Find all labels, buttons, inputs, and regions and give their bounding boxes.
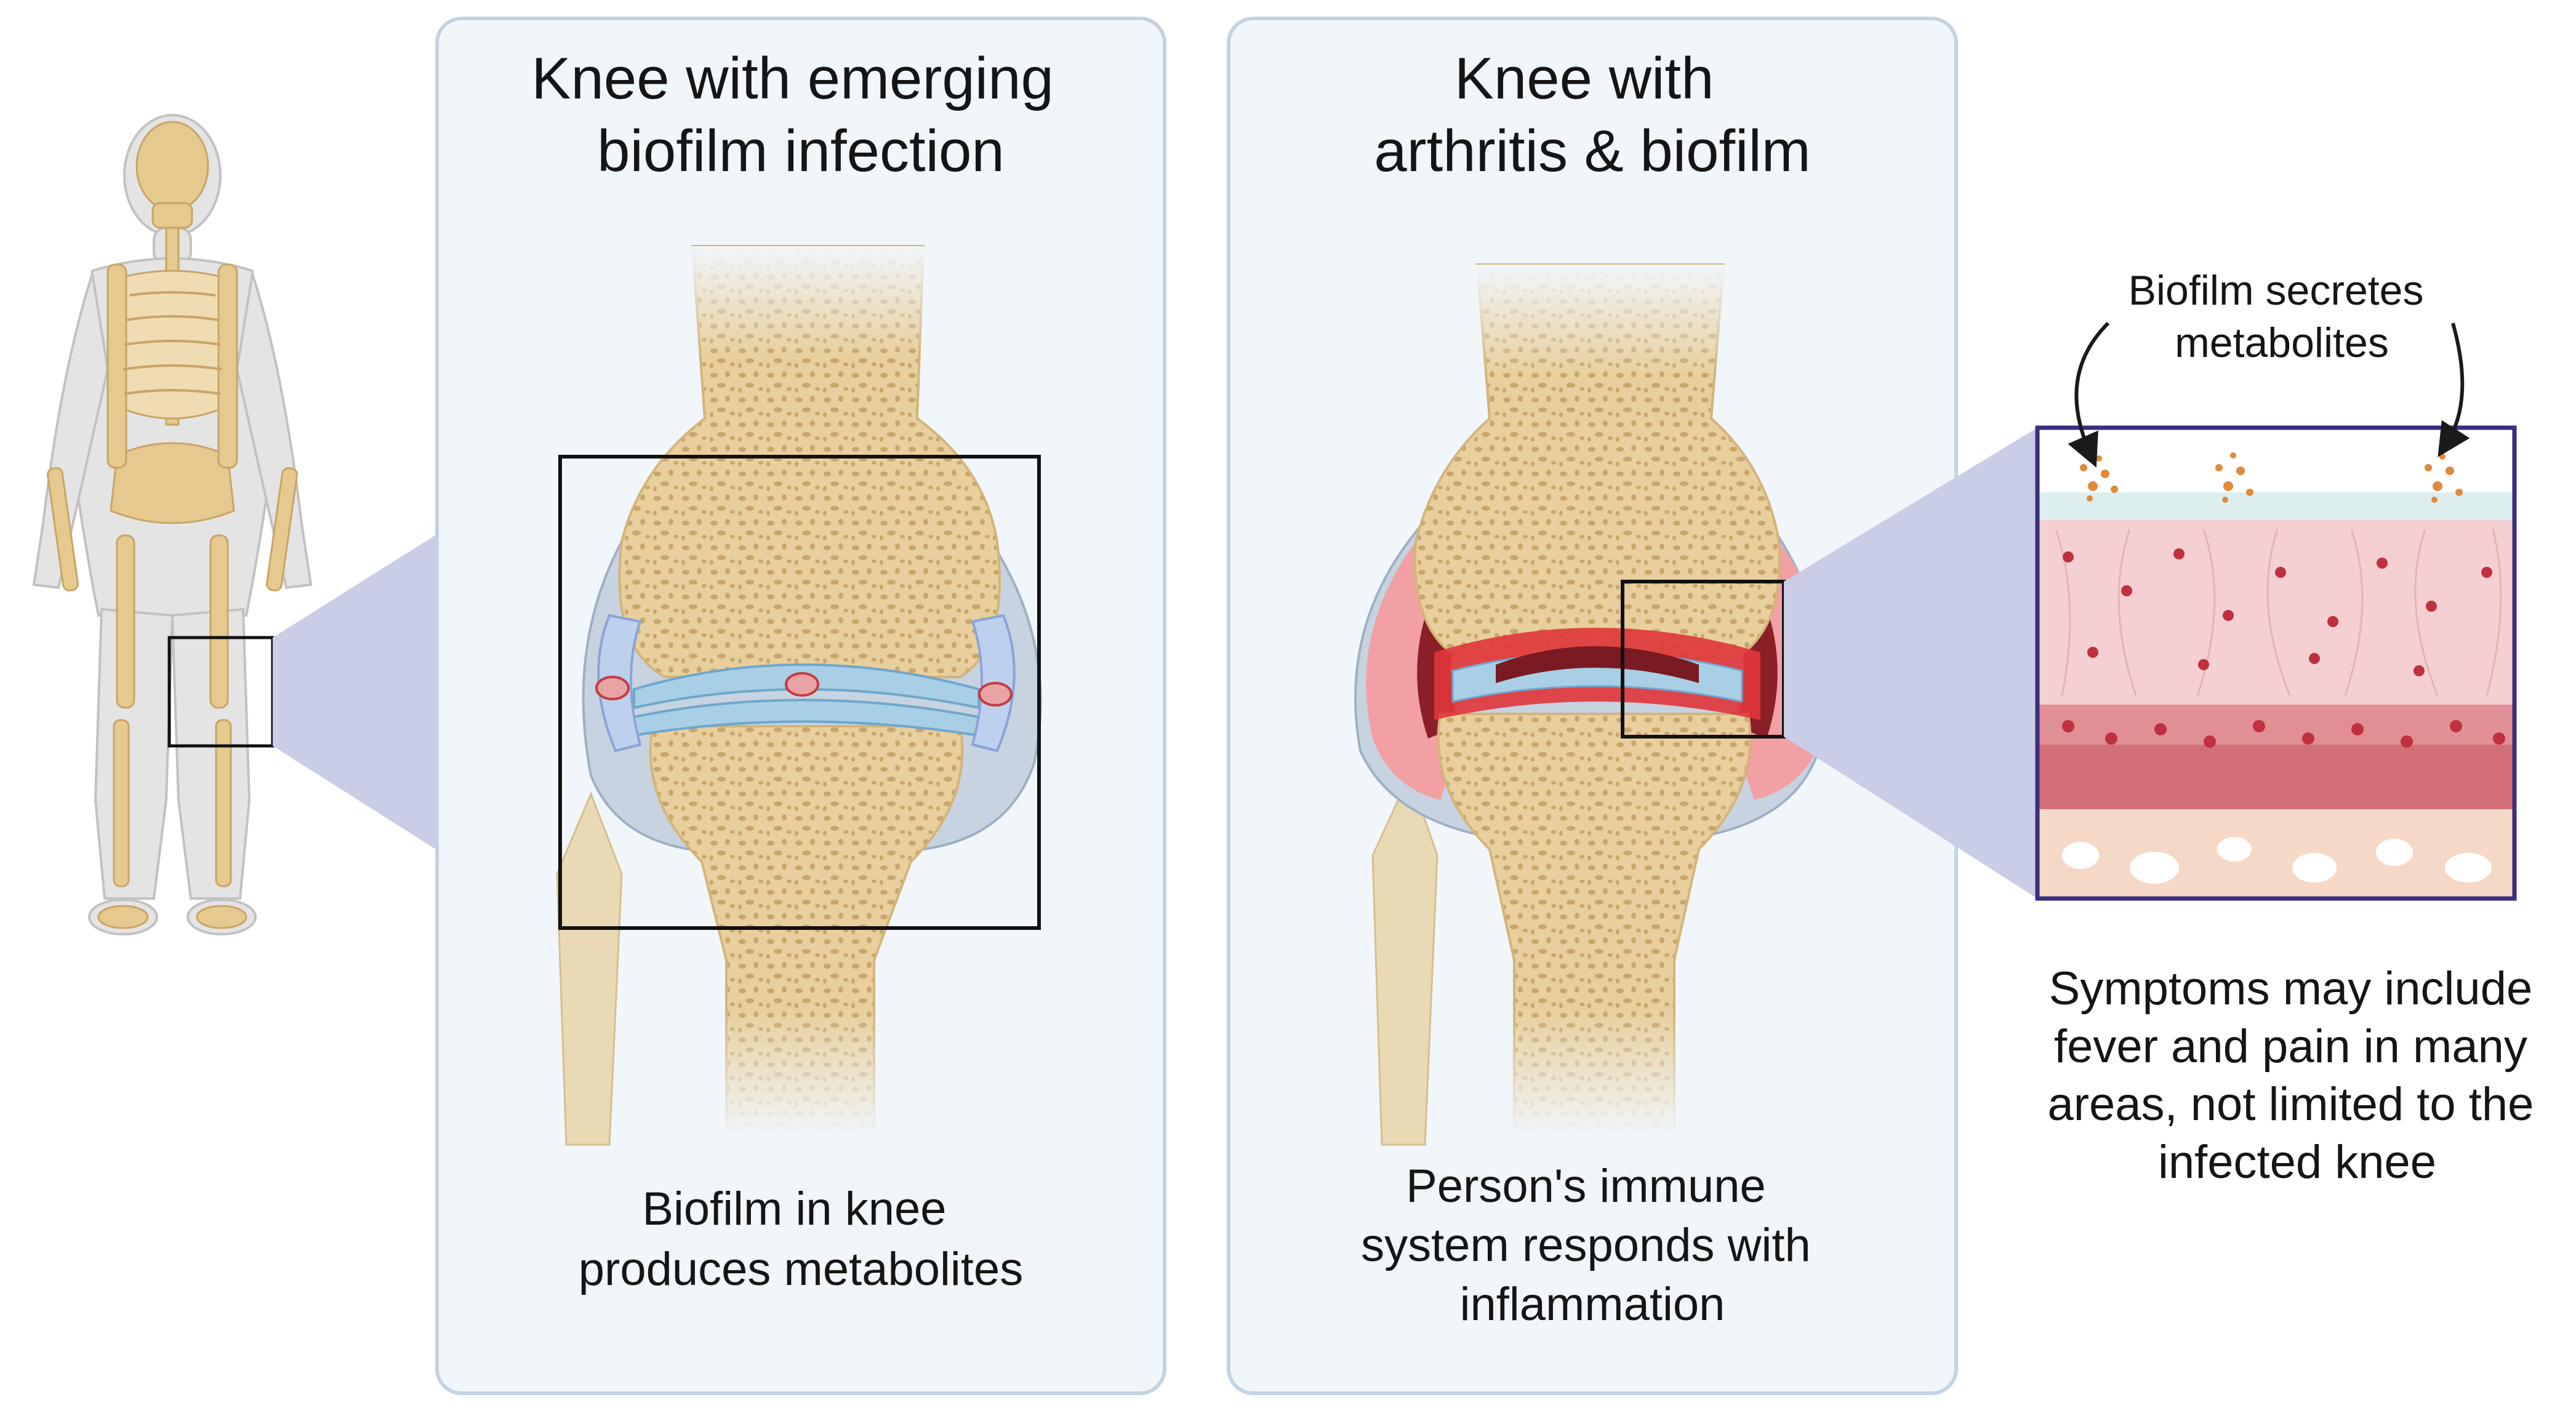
panel-2-caption: Person's immune system responds with inf…	[1361, 1160, 1824, 1331]
panel-1-title: Knee with emerging biofilm infection	[531, 46, 1070, 184]
panel-1-title-line-1: Knee with emerging	[531, 46, 1053, 111]
panel-2-title-line-1: Knee with	[1455, 46, 1714, 111]
panel-1-caption-line-2: produces metabolites	[579, 1243, 1023, 1295]
panel-1-caption: Biofilm in knee produces metabolites	[579, 1183, 1023, 1295]
symptoms-line-4: infected knee	[2158, 1136, 2436, 1188]
inflamed-knee-joint-icon	[1354, 263, 1829, 1146]
symptoms-line-3: areas, not limited to the	[2047, 1078, 2534, 1131]
panel-2-title: Knee with arthritis & biofilm	[1374, 46, 1811, 184]
symptoms-line-2: fever and pain in many	[2054, 1020, 2527, 1073]
human-body-skeleton-icon	[32, 114, 313, 935]
panel-2-title-line-2: arthritis & biofilm	[1374, 118, 1811, 184]
panel-1-title-line-2: biofilm infection	[597, 118, 1005, 184]
symptoms-note: Symptoms may include fever and pain in m…	[2047, 963, 2546, 1188]
tissue-callout-label-line-2: metabolites	[2175, 319, 2389, 366]
panel-2-caption-line-3: inflammation	[1460, 1278, 1725, 1331]
tissue-callout-label-line-1: Biofilm secretes	[2129, 267, 2424, 314]
arrow-right-icon	[2438, 322, 2470, 457]
tissue-callout-frame	[2035, 425, 2517, 901]
tissue-cross-section	[2037, 428, 2514, 899]
zoom-projection-2	[1784, 428, 2037, 899]
biofilm-colony-icon	[595, 672, 1013, 706]
panel-1-caption-line-1: Biofilm in knee	[642, 1183, 946, 1235]
panel-1-zoom-box	[558, 455, 1041, 930]
panel-2-caption-line-2: system responds with	[1361, 1219, 1811, 1271]
tissue-callout-label: Biofilm secretes metabolites	[2129, 267, 2436, 366]
symptoms-line-1: Symptoms may include	[2049, 963, 2533, 1015]
healthy-knee-joint-icon	[556, 245, 1042, 1146]
arrow-left-icon	[2068, 321, 2110, 468]
panel-2-caption-line-1: Person's immune	[1406, 1160, 1766, 1212]
